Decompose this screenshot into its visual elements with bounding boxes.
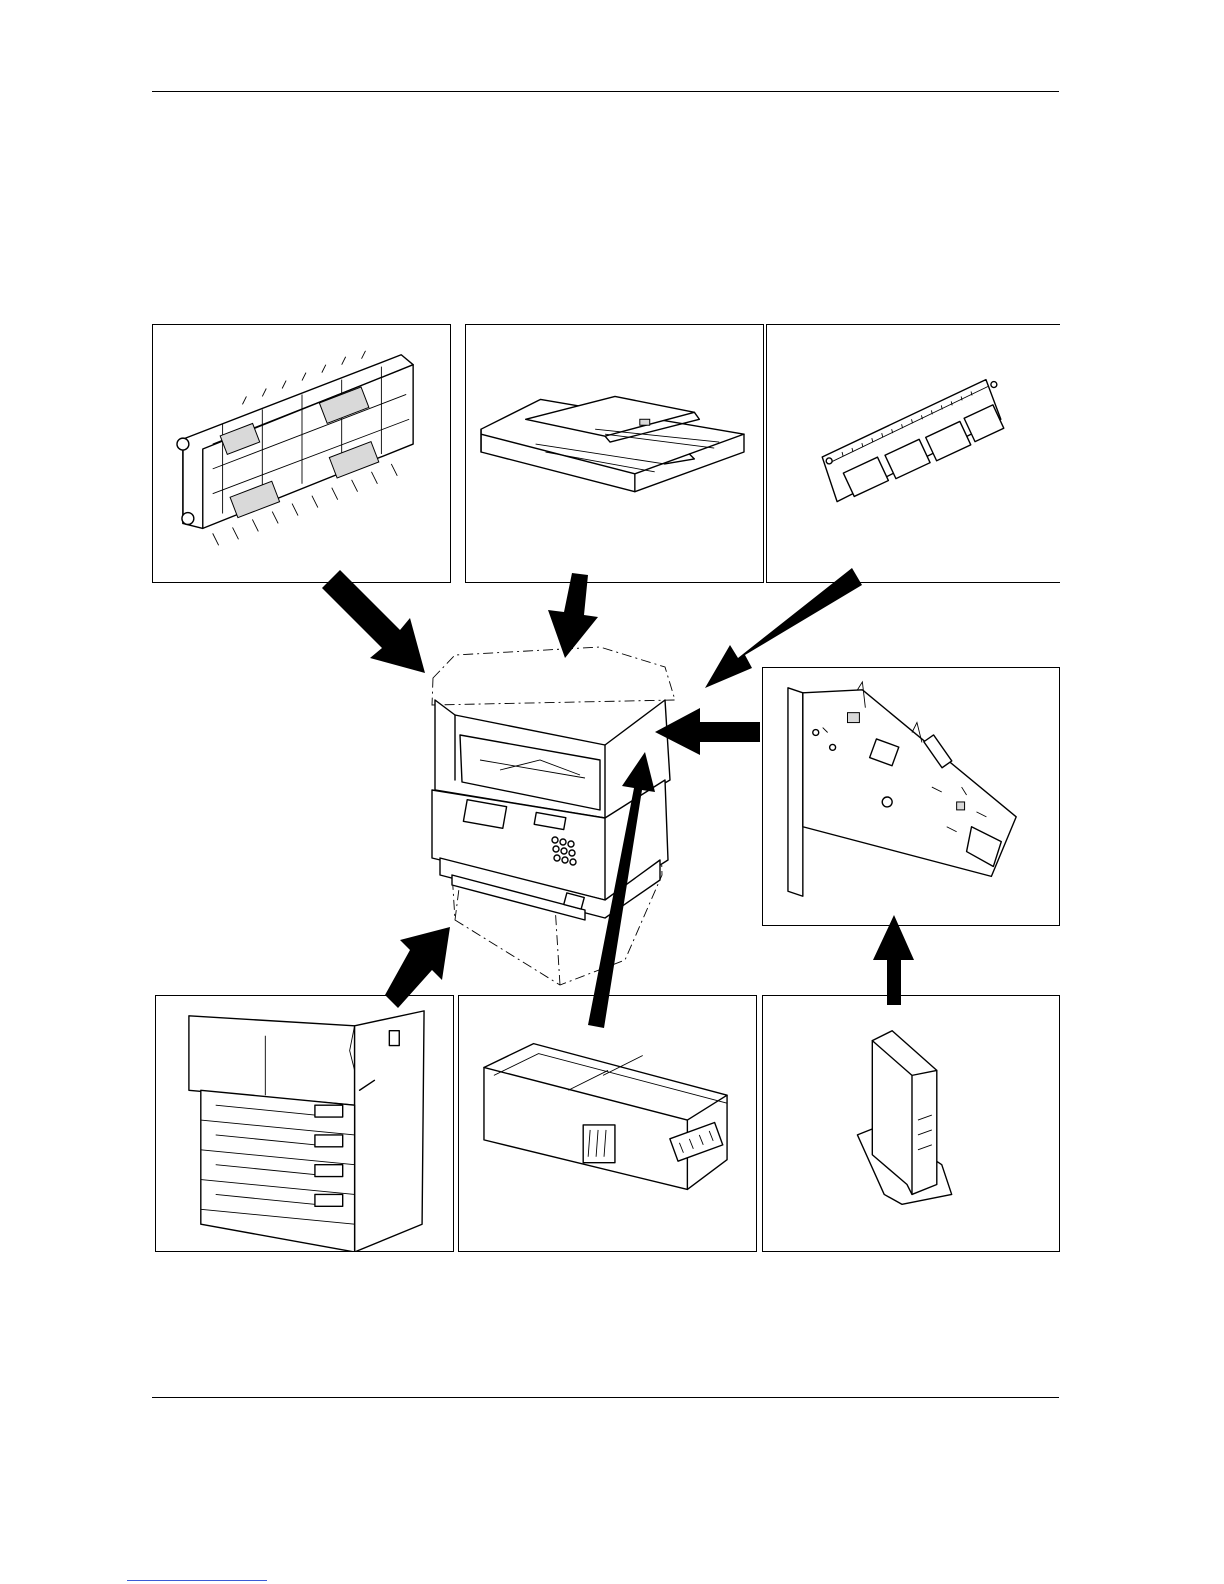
panel-memory-module: [766, 324, 1060, 583]
paper-feed-unit-icon: [153, 325, 450, 582]
document-processor-icon: [466, 325, 763, 582]
panel-document-processor: [465, 324, 764, 583]
panel-wireless-router: [762, 995, 1060, 1252]
router-icon: [763, 996, 1059, 1251]
arrow-to-finisher-slot: [322, 570, 425, 673]
paper-feeder-drawers-icon: [156, 996, 453, 1251]
panel-document-finisher: [152, 324, 451, 583]
panel-fax-kit: [458, 995, 757, 1252]
arrow-to-network-card: [873, 915, 914, 1005]
circuit-board-icon: [763, 668, 1059, 925]
header-rule: [152, 91, 1059, 92]
arrow-to-top-cover: [548, 573, 598, 658]
keypad-buttons: [552, 837, 576, 865]
panel-network-interface-card: [762, 667, 1060, 926]
panel-paper-feeder: [155, 995, 454, 1252]
fax-kit-box-icon: [459, 996, 756, 1251]
arrow-to-fax-port: [588, 752, 655, 1028]
footer-link-underline[interactable]: [127, 1580, 267, 1581]
footer-rule: [152, 1397, 1059, 1398]
arrow-to-network-card-slot: [655, 708, 760, 755]
memory-module-icon: [767, 325, 1060, 582]
